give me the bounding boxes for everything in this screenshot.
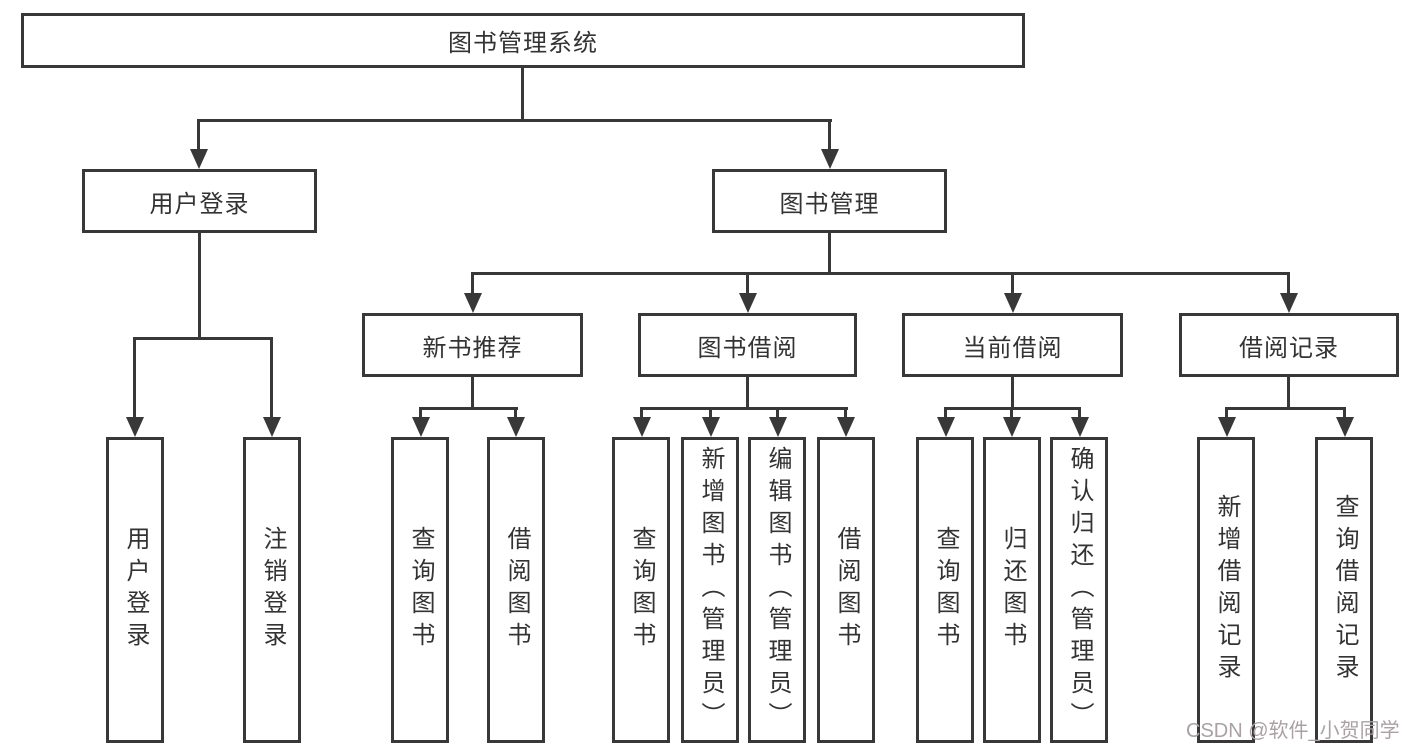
- connector-borrow-record-drop: [1287, 272, 1290, 295]
- node-nbr-borrow-label: 借阅图书: [503, 526, 530, 654]
- connector-book-mgmt-stem: [828, 233, 831, 272]
- connector-new-book-rec-drop: [471, 272, 474, 295]
- node-new-book-rec-label: 新书推荐: [422, 334, 523, 362]
- connector-br-stem: [1287, 377, 1290, 407]
- connector-bb-branch: [640, 407, 848, 410]
- node-cb-query: 查询图书: [916, 437, 974, 743]
- node-logout-leaf-label: 注销登录: [259, 526, 286, 654]
- connector-cb-return-drop: [1010, 407, 1013, 419]
- arrow-to-current-borrow: [1004, 293, 1022, 313]
- arrow-to-cb-query: [937, 417, 955, 437]
- connector-cb-confirm-drop: [1078, 407, 1081, 419]
- node-book-mgmt: 图书管理: [712, 169, 947, 233]
- node-cb-return-label: 归还图书: [999, 526, 1026, 654]
- arrow-to-user-login: [190, 149, 208, 169]
- connector-nbr-stem: [471, 377, 474, 407]
- node-logout-leaf: 注销登录: [243, 437, 301, 743]
- node-book-mgmt-label: 图书管理: [779, 190, 880, 218]
- connector-bb-query-drop: [640, 407, 643, 419]
- connector-cb-stem: [1011, 377, 1014, 407]
- node-user-login-label: 用户登录: [149, 190, 250, 218]
- node-nbr-query: 查询图书: [391, 437, 449, 743]
- connector-br-branch: [1225, 407, 1346, 410]
- node-new-book-rec: 新书推荐: [362, 313, 583, 377]
- node-nbr-borrow: 借阅图书: [487, 437, 545, 743]
- connector-br-add-drop: [1225, 407, 1228, 419]
- node-user-login-leaf-label: 用户登录: [122, 526, 149, 654]
- connector-bb-add-drop: [709, 407, 712, 419]
- node-br-query-label: 查询借阅记录: [1331, 494, 1358, 686]
- arrow-to-cb-return: [1003, 417, 1021, 437]
- node-root: 图书管理系统: [21, 13, 1025, 68]
- connector-logout-leaf-drop: [270, 337, 273, 418]
- node-book-borrow: 图书借阅: [638, 313, 857, 377]
- connector-user-login-stem: [198, 233, 201, 337]
- node-root-label: 图书管理系统: [448, 30, 598, 57]
- connector-bb-edit-drop: [776, 407, 779, 419]
- connector-nbr-borrow-drop: [514, 407, 517, 419]
- connector-level3-branch: [471, 272, 1290, 275]
- connector-user-login-leaf-drop: [133, 337, 136, 418]
- connector-bb-borrow-drop: [844, 407, 847, 419]
- connector-book-borrow-drop: [746, 272, 749, 295]
- arrow-to-user-login-leaf: [126, 417, 144, 437]
- node-bb-add: 新增图书（管理员）: [681, 437, 739, 743]
- node-bb-query-label: 查询图书: [628, 526, 655, 654]
- node-cb-confirm: 确认归还（管理员）: [1050, 437, 1108, 743]
- node-current-borrow: 当前借阅: [902, 313, 1123, 377]
- node-bb-borrow-label: 借阅图书: [833, 526, 860, 654]
- node-br-add-label: 新增借阅记录: [1213, 494, 1240, 686]
- connector-current-borrow-drop: [1011, 272, 1014, 295]
- connector-user-login-branch: [133, 337, 273, 340]
- connector-book-mgmt-drop: [828, 119, 831, 151]
- arrow-to-nbr-query: [412, 417, 430, 437]
- node-br-query: 查询借阅记录: [1315, 437, 1373, 743]
- arrow-to-cb-confirm: [1071, 417, 1089, 437]
- csdn-watermark: CSDN @软件_小贺同学: [1186, 720, 1400, 742]
- arrow-to-bb-edit: [769, 417, 787, 437]
- arrow-to-borrow-record: [1280, 293, 1298, 313]
- connector-bb-stem: [746, 377, 749, 407]
- arrow-to-bb-query: [633, 417, 651, 437]
- node-borrow-record-label: 借阅记录: [1239, 334, 1339, 362]
- node-bb-query: 查询图书: [612, 437, 670, 743]
- node-bb-borrow: 借阅图书: [817, 437, 875, 743]
- node-cb-return: 归还图书: [983, 437, 1041, 743]
- connector-root-stem: [521, 68, 524, 119]
- arrow-to-bb-borrow: [837, 417, 855, 437]
- arrow-to-br-add: [1218, 417, 1236, 437]
- connector-nbr-query-drop: [419, 407, 422, 419]
- connector-level1-branch: [197, 119, 832, 122]
- arrow-to-bb-add: [702, 417, 720, 437]
- node-borrow-record: 借阅记录: [1179, 313, 1399, 377]
- arrow-to-nbr-borrow: [507, 417, 525, 437]
- node-bb-edit: 编辑图书（管理员）: [748, 437, 806, 743]
- node-current-borrow-label: 当前借阅: [962, 334, 1063, 362]
- arrow-to-book-mgmt: [821, 149, 839, 169]
- node-user-login-leaf: 用户登录: [106, 437, 164, 743]
- node-nbr-query-label: 查询图书: [407, 526, 434, 654]
- arrow-to-new-book-rec: [464, 293, 482, 313]
- node-cb-confirm-label: 确认归还（管理员）: [1066, 446, 1093, 734]
- node-bb-add-label: 新增图书（管理员）: [697, 446, 724, 734]
- node-bb-edit-label: 编辑图书（管理员）: [764, 446, 791, 734]
- node-user-login: 用户登录: [82, 169, 317, 233]
- connector-br-query-drop: [1343, 407, 1346, 419]
- node-book-borrow-label: 图书借阅: [697, 334, 798, 362]
- arrow-to-book-borrow: [739, 293, 757, 313]
- arrow-to-br-query: [1336, 417, 1354, 437]
- connector-nbr-branch: [419, 407, 518, 410]
- connector-cb-query-drop: [944, 407, 947, 419]
- node-cb-query-label: 查询图书: [932, 526, 959, 654]
- connector-user-login-drop: [197, 119, 200, 151]
- arrow-to-logout-leaf: [263, 417, 281, 437]
- node-br-add: 新增借阅记录: [1197, 437, 1255, 743]
